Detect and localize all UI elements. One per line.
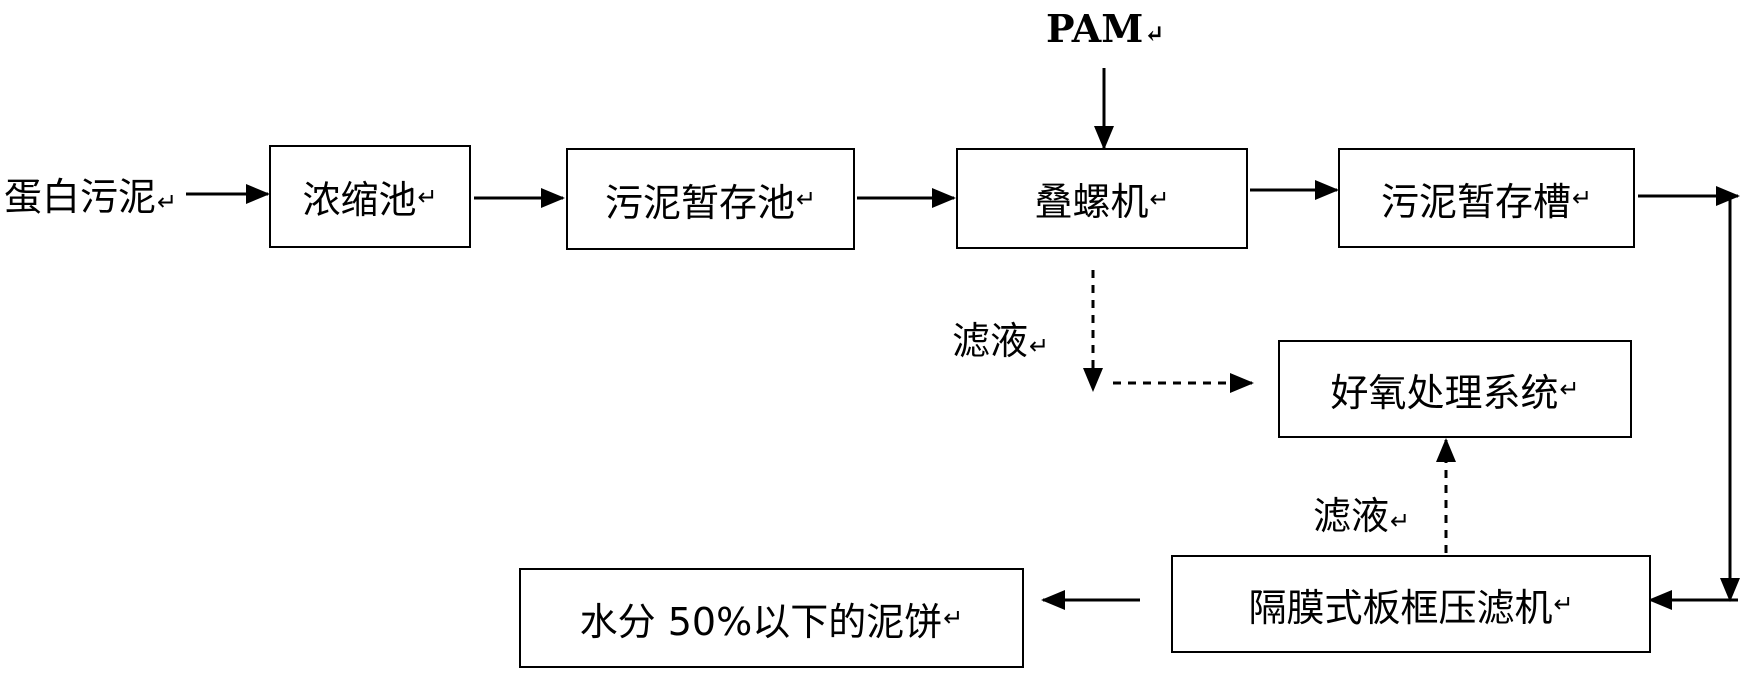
node-membrane-filter-press: 隔膜式板框压滤机↵ [1171,555,1651,653]
filtrate-label-lower: 滤液↵ [1313,485,1410,540]
node-screw-press-label: 叠螺机 [1034,180,1149,224]
return-mark: ↵ [1149,184,1170,213]
node-membrane-filter-press-label: 隔膜式板框压滤机 [1248,585,1553,630]
pam-label: PAM↵ [1046,6,1164,51]
node-sludge-storage-pool-label: 污泥暂存池 [604,180,795,225]
node-screw-press: 叠螺机↵ [956,148,1248,249]
node-sludge-cake: 水分 50%以下的泥饼↵ [519,568,1024,668]
return-mark: ↵ [795,185,817,213]
return-mark: ↵ [1144,19,1165,48]
return-mark: ↵ [943,604,964,632]
return-mark: ↵ [1559,375,1580,403]
input-label: 蛋白污泥↵ [4,166,177,221]
return-mark: ↵ [1571,184,1593,212]
node-sludge-storage-tank: 污泥暂存槽↵ [1338,148,1635,248]
filtrate-label-upper-text: 滤液 [952,319,1029,363]
node-sludge-storage-tank-label: 污泥暂存槽 [1380,179,1571,224]
node-thickening-tank: 浓缩池↵ [269,145,471,248]
node-aerobic-system-label: 好氧处理系统 [1330,370,1559,415]
input-label-text: 蛋白污泥 [4,175,157,219]
pam-label-text: PAM [1046,6,1144,51]
filtrate-label-lower-text: 滤液 [1313,494,1390,538]
filtrate-label-upper: 滤液↵ [952,310,1049,365]
return-mark: ↵ [1390,507,1411,535]
return-mark: ↵ [1029,332,1050,360]
node-thickening-tank-label: 浓缩池 [302,178,417,222]
node-aerobic-system: 好氧处理系统↵ [1278,340,1632,438]
node-sludge-cake-label: 水分 50%以下的泥饼 [579,599,943,644]
return-mark: ↵ [1553,590,1574,618]
node-sludge-storage-pool: 污泥暂存池↵ [566,148,855,250]
return-mark: ↵ [417,182,438,211]
return-mark: ↵ [157,188,178,216]
